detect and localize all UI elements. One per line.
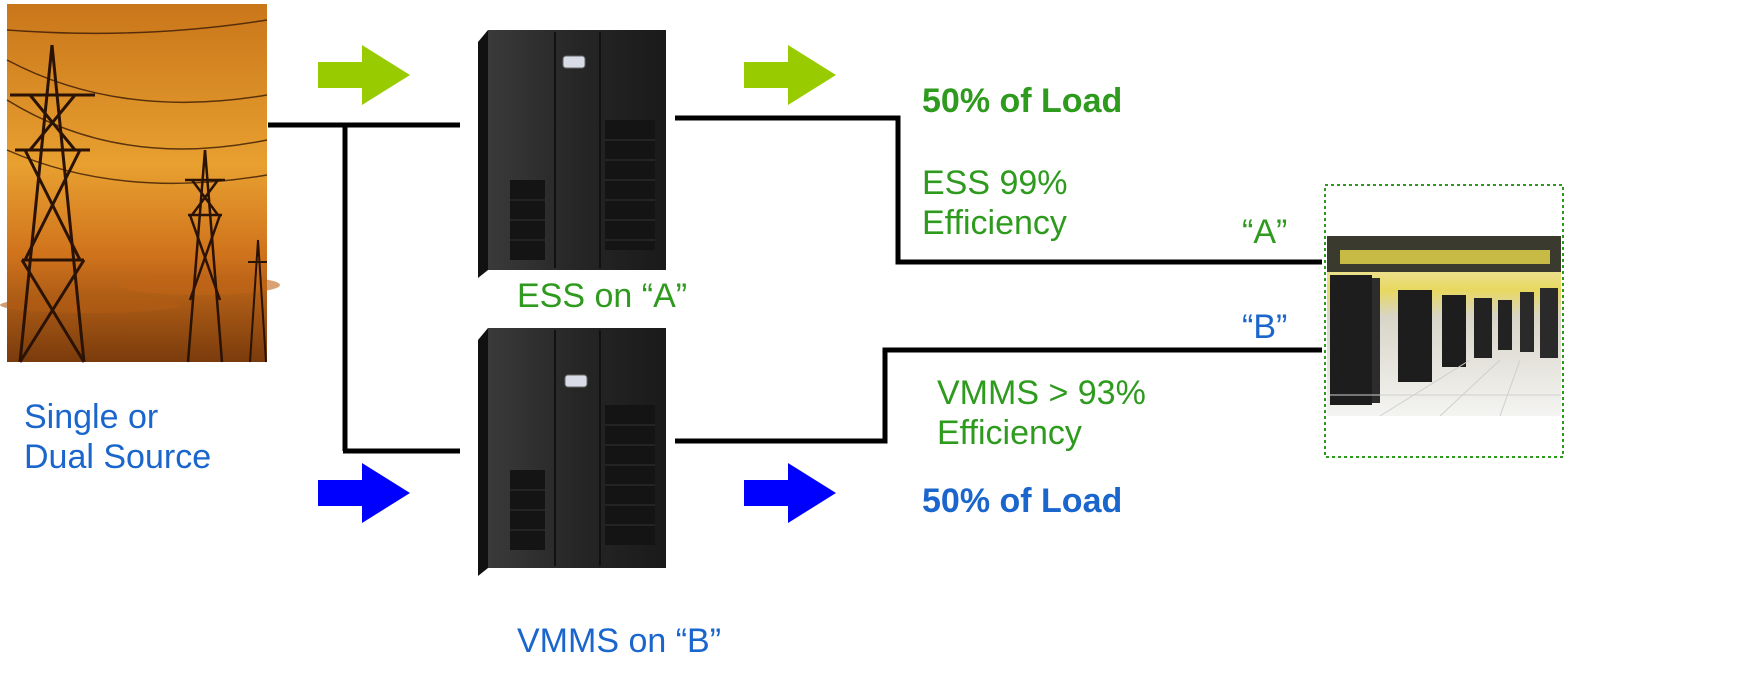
feed-a-label: “A” [1242, 213, 1288, 251]
tower-large [10, 44, 95, 363]
ups-b-label: VMMS on “B” [517, 622, 722, 660]
ups-cabinet-b-icon [478, 328, 666, 576]
load-b-label: 50% of Load [922, 482, 1123, 520]
ups-a-label: ESS on “A” [517, 277, 688, 315]
ups-b-output-wire [675, 347, 1322, 444]
tower-small [248, 239, 267, 363]
server-room-image [1327, 236, 1561, 417]
source-label: Single or Dual Source [24, 398, 212, 476]
blue-arrow-input-icon [318, 463, 410, 523]
datacenter-dotted-border [1324, 184, 1564, 458]
feed-b-label: “B” [1242, 308, 1288, 346]
efficiency-b-label: VMMS > 93% Efficiency [937, 374, 1146, 452]
wiring [268, 115, 1322, 454]
load-a-label: 50% of Load [922, 82, 1123, 120]
tower-medium [185, 149, 225, 363]
ups-cabinet-a-icon [478, 30, 666, 278]
efficiency-a-label: ESS 99% Efficiency [922, 164, 1068, 242]
ups-a-output-wire [675, 115, 1322, 265]
blue-arrow-output-icon [744, 463, 836, 523]
power-tower-image [0, 4, 280, 363]
green-arrow-output-icon [744, 45, 836, 105]
green-arrow-input-icon [318, 45, 410, 105]
